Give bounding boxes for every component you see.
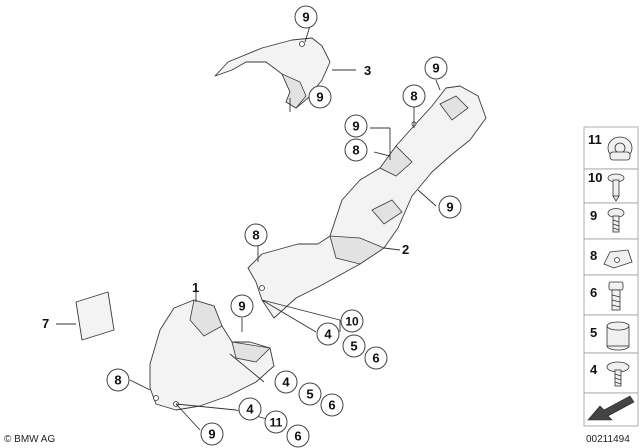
callout-label: 11 <box>270 416 283 430</box>
washer-screw-icon <box>606 361 630 387</box>
callout-label: 8 <box>410 89 417 104</box>
callout-label: 5 <box>306 387 313 402</box>
part-label-2: 2 <box>402 242 409 257</box>
callout-4: 4 <box>316 322 340 346</box>
callout-5: 5 <box>298 382 322 406</box>
part-1-bracket <box>149 299 275 411</box>
callout-label: 9 <box>238 299 245 314</box>
callout-label: 4 <box>246 402 254 417</box>
callout-11: 11 <box>264 410 288 434</box>
callout-4: 4 <box>274 370 298 394</box>
callout-6: 6 <box>364 346 388 370</box>
part-2-side-panel <box>247 85 487 319</box>
callout-6: 6 <box>320 393 344 417</box>
callout-label: 9 <box>208 427 215 442</box>
callout-label: 8 <box>114 373 121 388</box>
callout-label: 6 <box>372 351 379 366</box>
part-label-1: 1 <box>192 280 199 295</box>
direction-arrow-icon <box>587 395 635 421</box>
legend-number: 9 <box>590 208 597 223</box>
callout-label: 8 <box>352 143 359 158</box>
legend-number: 4 <box>590 362 598 377</box>
copyright-text: © BMW AG <box>4 434 55 445</box>
callout-9: 9 <box>424 56 448 80</box>
callout-9: 9 <box>438 195 462 219</box>
legend-number: 8 <box>590 248 597 263</box>
callout-label: 5 <box>350 339 357 354</box>
callout-label: 6 <box>328 398 335 413</box>
bolt-icon <box>608 281 624 311</box>
callout-8: 8 <box>402 84 426 108</box>
legend-number: 5 <box>590 325 597 340</box>
callout-9: 9 <box>294 5 318 29</box>
part-label-3: 3 <box>364 63 371 78</box>
callout-10: 10 <box>340 309 364 333</box>
part-label-7: 7 <box>42 316 49 331</box>
callout-label: 4 <box>324 327 332 342</box>
callout-8: 8 <box>344 138 368 162</box>
callout-label: 9 <box>446 200 453 215</box>
push-rivet-icon <box>607 173 625 202</box>
callout-8: 8 <box>106 368 130 392</box>
part-3-cover <box>214 37 331 109</box>
callout-label: 10 <box>345 315 359 329</box>
sleeve-icon <box>606 321 630 351</box>
part-7-pad <box>75 291 115 341</box>
callout-label: 9 <box>432 61 439 76</box>
legend-number: 10 <box>588 170 602 185</box>
callout-label: 9 <box>352 119 359 134</box>
callout-9: 9 <box>200 422 224 446</box>
callout-label: 4 <box>282 375 290 390</box>
legend-number: 6 <box>590 285 597 300</box>
callout-8: 8 <box>244 223 268 247</box>
callout-9: 9 <box>308 85 332 109</box>
diagram-number: 00211494 <box>586 434 630 445</box>
callout-9: 9 <box>344 114 368 138</box>
callout-label: 9 <box>316 90 323 105</box>
screw-icon <box>607 208 625 233</box>
legend-cell <box>583 202 639 240</box>
callout-label: 9 <box>302 10 309 25</box>
callout-label: 6 <box>294 429 301 444</box>
legend-number: 11 <box>588 132 602 147</box>
grommet-icon <box>607 136 633 161</box>
parts-legend: 11 10 9 8 6 5 4 <box>583 126 639 427</box>
callout-9: 9 <box>230 294 254 318</box>
callout-label: 8 <box>252 228 259 243</box>
clip-nut-icon <box>603 249 633 269</box>
leader-lines <box>56 25 441 431</box>
callout-4: 4 <box>238 397 262 421</box>
callout-5: 5 <box>342 334 366 358</box>
callout-6: 6 <box>286 424 310 448</box>
